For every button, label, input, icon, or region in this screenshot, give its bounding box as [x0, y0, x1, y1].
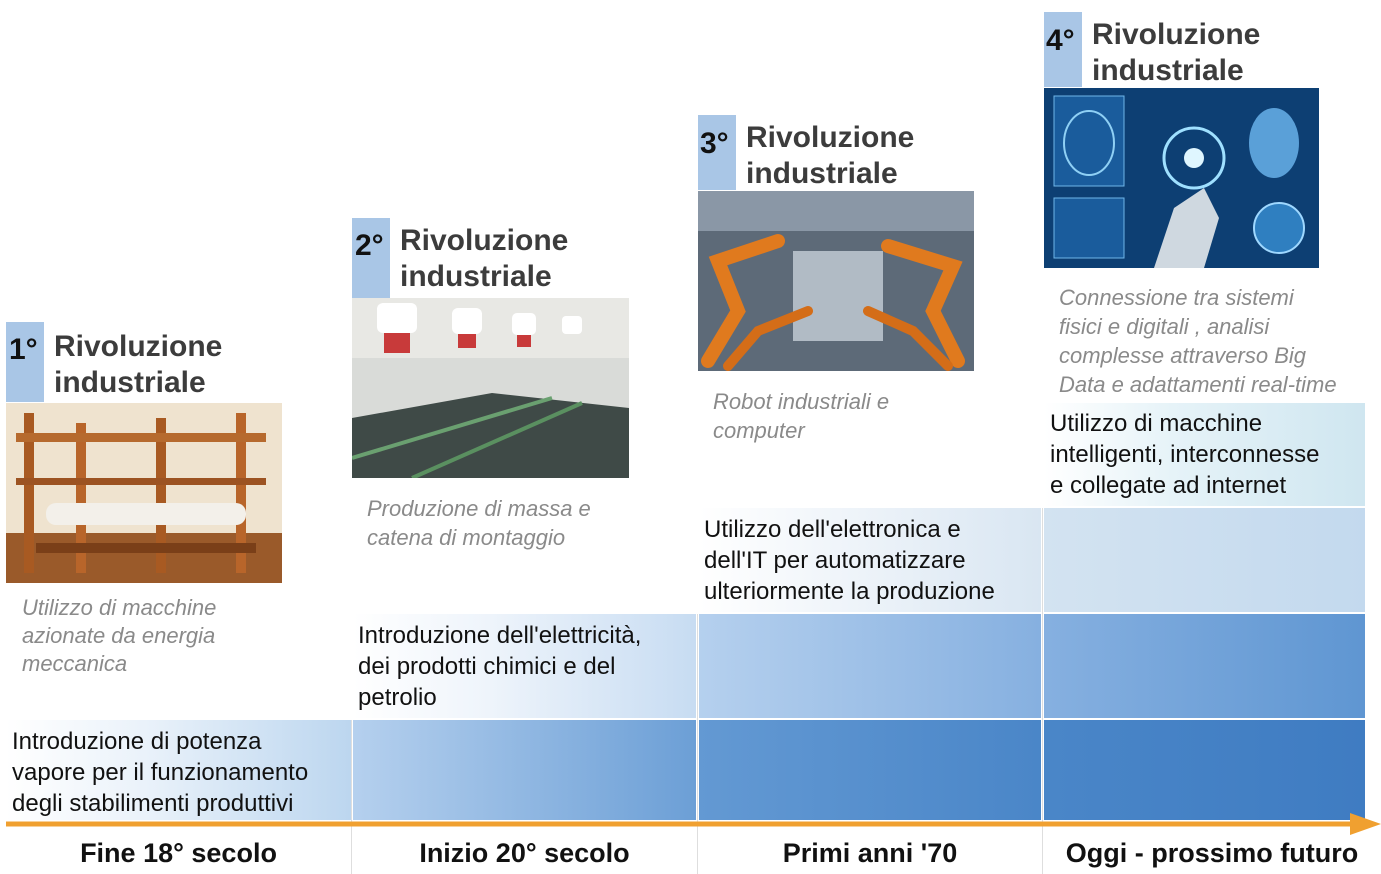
- revolution-4-description: Connessione tra sistemi fisici e digital…: [1059, 285, 1337, 397]
- band-text-4: Utilizzo di macchine intelligenti, inter…: [1050, 410, 1320, 499]
- period-label-2: Inizio 20° secolo: [419, 838, 630, 868]
- smart-machines-icon: [1044, 88, 1319, 268]
- band-4-cell: [1044, 403, 1365, 506]
- band-3-cell: [699, 508, 1041, 612]
- band-1-cell: [353, 720, 696, 820]
- band-3-cell: [1044, 508, 1365, 612]
- revolution-4-number: 4°: [1046, 24, 1075, 57]
- spinning-mill-icon: [352, 298, 629, 478]
- band-text-1: Introduzione di potenza vapore per il fu…: [12, 728, 309, 817]
- timeline-arrow: [0, 812, 1381, 836]
- revolution-4-title: Rivoluzione industriale: [1092, 18, 1261, 87]
- band-2-cell: [1044, 614, 1365, 718]
- band-text-3: Utilizzo dell'elettronica e dell'IT per …: [704, 516, 995, 605]
- revolution-2-badge: [352, 218, 390, 298]
- band-2-cell: [699, 614, 1041, 718]
- band-1-cell: [6, 720, 351, 820]
- band-text-2: Introduzione dell'elettricità, dei prodo…: [358, 622, 642, 711]
- revolution-4-badge: [1044, 12, 1082, 87]
- column-divider: [1042, 508, 1043, 874]
- revolution-1-description: Utilizzo di macchine azionate da energia…: [22, 595, 217, 676]
- column-divider: [697, 614, 698, 874]
- revolution-3-description: Robot industriali e computer: [713, 389, 890, 443]
- period-label-4: Oggi - prossimo futuro: [1065, 838, 1359, 868]
- revolution-3-number: 3°: [700, 127, 729, 160]
- revolution-3-title: Rivoluzione industriale: [746, 121, 915, 190]
- column-divider: [351, 720, 352, 874]
- revolution-3-badge: [698, 115, 736, 190]
- revolution-1-title: Rivoluzione industriale: [54, 330, 223, 399]
- band-2-cell: [353, 614, 696, 718]
- timeline-arrow-icon: [6, 813, 1381, 835]
- smart-machines-image: [1044, 88, 1319, 268]
- band-1-cell: [1044, 720, 1365, 820]
- band-1-cell: [699, 720, 1041, 820]
- period-label-3: Primi anni '70: [782, 838, 958, 868]
- period-label-1: Fine 18° secolo: [80, 838, 277, 868]
- loom-icon: [6, 403, 282, 583]
- revolution-1-number: 1°: [9, 333, 38, 366]
- revolution-1-badge: [6, 322, 44, 402]
- loom-image: [6, 403, 282, 583]
- industrial-robots-icon: [698, 191, 974, 371]
- spinning-mill-image: [352, 298, 629, 478]
- revolution-2-title: Rivoluzione industriale: [400, 224, 569, 293]
- industrial-robots-image: [698, 191, 974, 371]
- revolution-2-description: Produzione di massa e catena di montaggi…: [367, 496, 591, 550]
- revolution-2-number: 2°: [355, 229, 384, 262]
